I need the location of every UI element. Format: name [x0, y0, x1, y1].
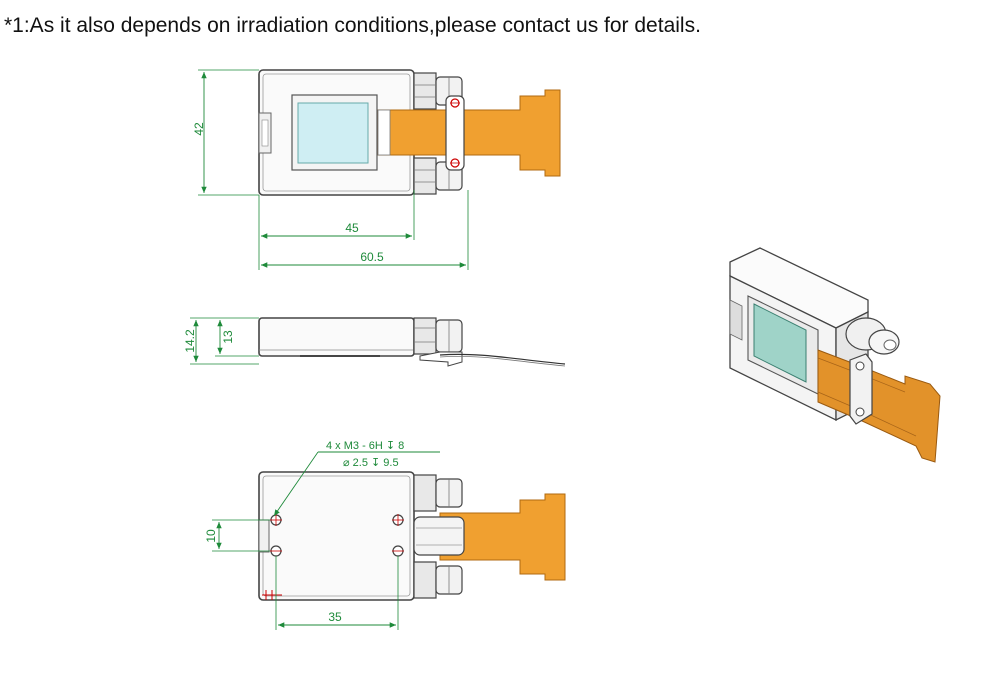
- dim-width-total-label: 60.5: [360, 250, 384, 264]
- dim-hole-vertical-label: 10: [204, 529, 218, 543]
- hole-callout-line2: ⌀ 2.5 ↧ 9.5: [343, 457, 399, 469]
- top-view: 42 45 60.5: [192, 69, 561, 270]
- footnote-text: *1:As it also depends on irradiation con…: [4, 14, 701, 37]
- side-view: 14.2 13: [183, 317, 566, 367]
- dim-width-inner-label: 45: [345, 221, 359, 235]
- bottom-view: 4 x M3 - 6H ↧ 8 ⌀ 2.5 ↧ 9.5 10 35: [204, 440, 566, 630]
- hole-callout-line1: 4 x M3 - 6H ↧ 8: [326, 440, 404, 452]
- dim-hole-horizontal-label: 35: [328, 610, 342, 624]
- dim-height-label: 42: [192, 122, 206, 136]
- isometric-view: [729, 247, 941, 463]
- dim-thickness-body-label: 13: [221, 330, 235, 344]
- dim-thickness-total-label: 14.2: [183, 329, 197, 353]
